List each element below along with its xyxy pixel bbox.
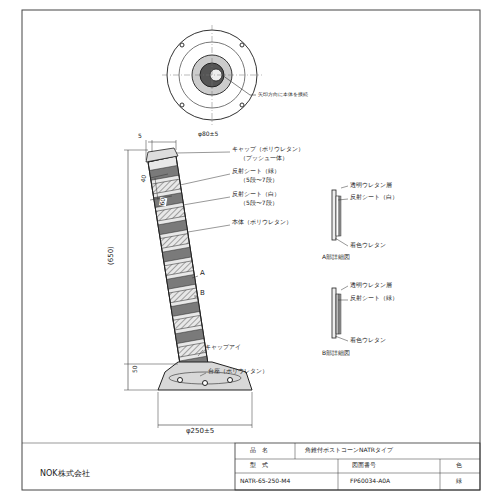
part-name: 本体（ポリウレタン） [232, 219, 292, 226]
dimension: (650) [108, 246, 116, 265]
table-cell: 色 [456, 462, 462, 469]
dimension: 60 [159, 197, 167, 206]
part-name: 台座（ポリウレタン） [208, 368, 268, 375]
table-cell: FP60034-A0A [350, 478, 390, 485]
part-name: 反射シート（白） [232, 191, 280, 198]
part-name: キャップ（ポリウレタン） [232, 146, 304, 153]
part-name: （5段〜7段） [240, 200, 278, 207]
detail-title: A部詳細図 [322, 254, 350, 261]
dimension: φ80±5 [198, 131, 218, 138]
dimension: φ250±5 [186, 428, 214, 436]
part-name: 反射シート（白） [350, 194, 398, 201]
part-name: 反射シート（緑） [350, 295, 398, 302]
part-name: 透明ウレタン層 [350, 182, 392, 189]
company-name: NOK株式会社 [40, 470, 90, 479]
table-cell: 品 名 [250, 447, 268, 454]
part-name: 着色ウレタン [350, 337, 386, 344]
table-cell: 図面番号 [352, 462, 376, 469]
callout-letter: B [200, 290, 205, 298]
callout-letter: A [200, 270, 205, 278]
table-cell: NATR-65-250-M4 [240, 478, 290, 485]
dimension: 50 [132, 365, 139, 373]
part-name: 着色ウレタン [350, 242, 386, 249]
table-cell: 角錐付ポストコーンNATRタイプ [305, 447, 393, 454]
dimension: 5 [138, 133, 142, 140]
note: 矢印方向に本体を接続 [258, 92, 308, 98]
part-name: （5段〜7段） [240, 177, 278, 184]
part-name: （プッシュ一体） [240, 155, 288, 162]
detail-title: B部詳細図 [322, 350, 350, 357]
part-name: キャップアイ [205, 344, 241, 351]
part-name: 透明ウレタン層 [350, 282, 392, 289]
dimension: 40 [140, 174, 148, 183]
part-name: 反射シート（緑） [232, 168, 280, 175]
table-cell: 型 式 [250, 462, 268, 469]
table-cell: 緑 [456, 478, 462, 485]
